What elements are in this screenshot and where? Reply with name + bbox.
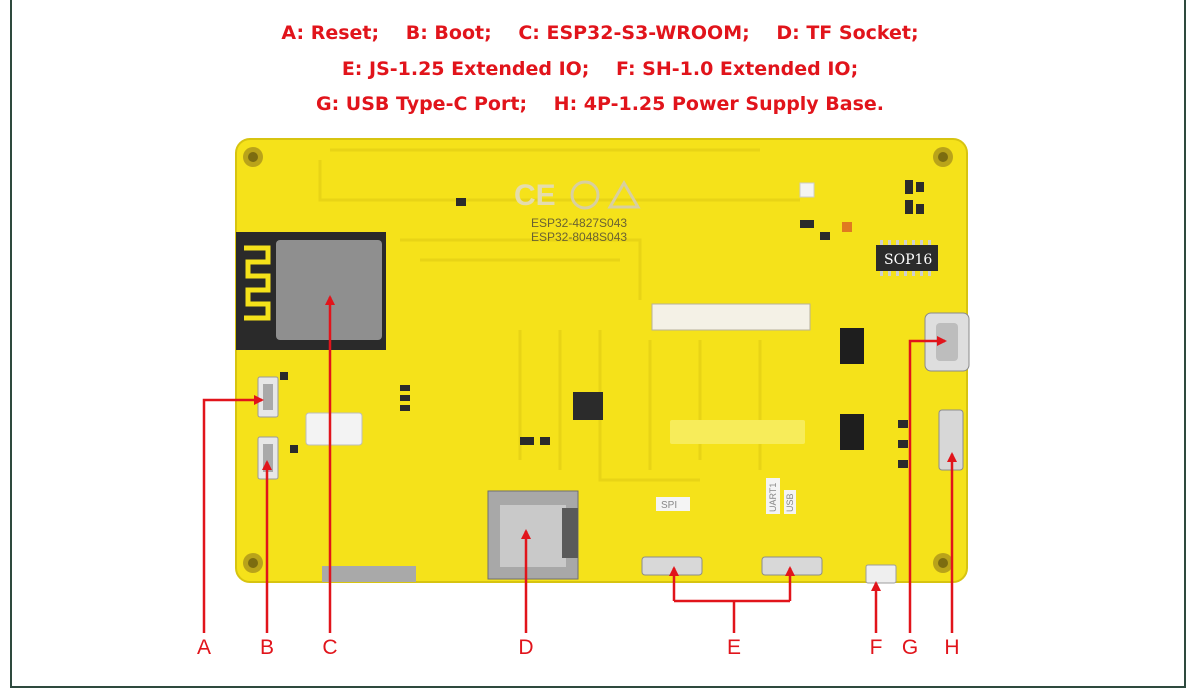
callout-line-a [202, 395, 264, 633]
jst-connector-1 [641, 556, 703, 576]
legend-line-1: A: Reset; B: Boot; C: ESP32-S3-WROOM; D:… [0, 22, 1200, 44]
legend-usb-c: G: USB Type-C Port; [315, 93, 528, 115]
silk-uart: UART1 [768, 483, 778, 512]
model-label-1: ESP32-4827S043 [531, 216, 627, 230]
legend-line-3: G: USB Type-C Port; H: 4P-1.25 Power Sup… [0, 93, 1200, 115]
callout-c: C [322, 636, 338, 659]
silk-usb: USB [785, 493, 795, 512]
qfn-chip [573, 392, 603, 420]
model-label-2: ESP32-8048S043 [531, 230, 627, 244]
silk-spi: SPI [661, 500, 677, 511]
legend-line-2: E: JS-1.25 Extended IO; F: SH-1.0 Extend… [0, 58, 1200, 80]
legend-esp32: C: ESP32-S3-WROOM; [518, 22, 750, 44]
jst-connector-2 [761, 556, 823, 576]
sop16-label: SOP16 [884, 252, 932, 268]
sh-connector [865, 564, 897, 584]
callout-a: A [196, 636, 211, 659]
callout-e: E [726, 636, 741, 659]
legend-power-base: H: 4P-1.25 Power Supply Base. [553, 93, 885, 115]
legend-js-io: E: JS-1.25 Extended IO; [341, 58, 590, 80]
battery-connector [305, 412, 363, 446]
small-components [280, 180, 924, 468]
legend-tf-socket: D: TF Socket; [776, 22, 919, 44]
regulator-2 [840, 414, 864, 450]
tf-socket [487, 490, 579, 580]
callout-line-g [908, 336, 947, 633]
callout-d: D [518, 636, 534, 659]
legend-boot: B: Boot; [405, 22, 492, 44]
callout-b: B [259, 636, 274, 659]
callout-h: H [944, 636, 960, 659]
callout-g: G [901, 636, 919, 659]
legend-sh-io: F: SH-1.0 Extended IO; [616, 58, 859, 80]
esp32-module [236, 232, 386, 350]
callout-f: F [869, 636, 883, 659]
fpc-connector [651, 303, 811, 331]
bottom-connector [322, 566, 416, 582]
certification-marks: CE [514, 179, 641, 212]
regulator-1 [840, 328, 864, 364]
legend-reset: A: Reset; [281, 22, 380, 44]
svg-text:CE: CE [514, 179, 556, 212]
mounting-holes [243, 147, 953, 573]
sop16-ic [876, 245, 938, 271]
